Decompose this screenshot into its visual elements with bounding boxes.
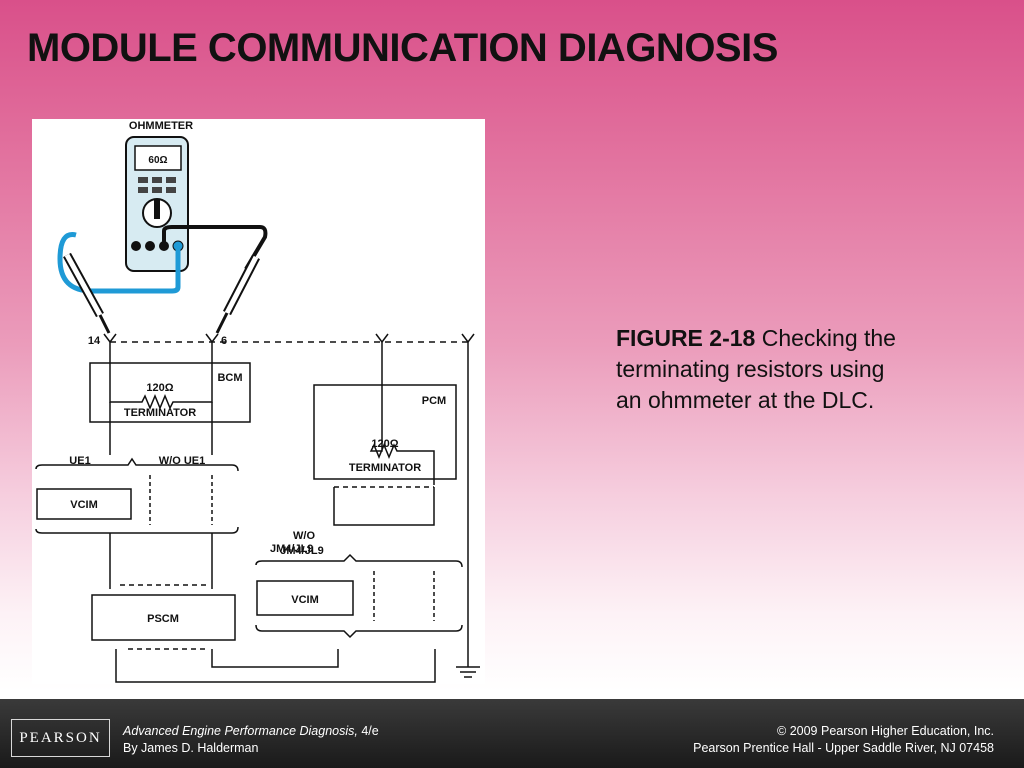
pin-6-label: 6	[221, 335, 227, 347]
wiring-diagram: OHMMETER 60Ω	[35, 120, 480, 683]
wiring-diagram-figure: OHMMETER 60Ω	[32, 119, 485, 684]
footer-copyright: © 2009 Pearson Higher Education, Inc. Pe…	[693, 723, 994, 757]
jm4-harness-bottom	[255, 624, 463, 639]
wo-ue1-label: W/O UE1	[159, 455, 205, 467]
bcm-module	[89, 362, 251, 423]
bcm-label: BCM	[217, 372, 242, 384]
ohmmeter-icon	[125, 136, 189, 272]
meter-label: OHMMETER	[129, 120, 193, 132]
vcim-label-1: VCIM	[70, 499, 98, 511]
black-test-lead	[162, 225, 268, 271]
book-edition: 4/e	[357, 724, 379, 738]
bcm-terminator-label: TERMINATOR	[124, 407, 196, 419]
jm4-harness-top	[255, 553, 463, 568]
vcim-module-2	[256, 580, 354, 616]
publisher-line: Pearson Prentice Hall - Upper Saddle Riv…	[693, 741, 994, 755]
footer-bar: PEARSON Advanced Engine Performance Diag…	[0, 699, 1024, 768]
bcm-resistor-value: 120Ω	[146, 382, 173, 394]
vcim-label-2: VCIM	[291, 594, 319, 606]
right-probe-icon	[215, 254, 260, 334]
pcm-module	[313, 384, 457, 480]
bcm-terminating-resistor	[109, 342, 213, 410]
slide-title: MODULE COMMUNICATION DIAGNOSIS	[27, 26, 778, 70]
pcm-terminator-label: TERMINATOR	[349, 462, 421, 474]
blue-test-lead	[57, 232, 181, 294]
pearson-logo: PEARSON	[11, 719, 110, 757]
ue1-harness-bottom	[35, 526, 239, 534]
copyright-line: © 2009 Pearson Higher Education, Inc.	[777, 724, 994, 738]
pcm-label: PCM	[422, 395, 446, 407]
book-title: Advanced Engine Performance Diagnosis,	[123, 724, 358, 738]
wo-label: W/O	[293, 530, 315, 542]
pin-14-label: 14	[88, 335, 101, 347]
author-line: By James D. Halderman	[123, 741, 259, 755]
meter-reading: 60Ω	[148, 155, 167, 166]
wo-jm4-label: JM4/JL9	[280, 545, 323, 557]
footer-book-info: Advanced Engine Performance Diagnosis, 4…	[123, 723, 379, 757]
pcm-terminating-resistor	[369, 342, 435, 485]
figure-caption-text: Checking the terminating resistors using…	[616, 325, 896, 413]
left-probe-icon	[63, 252, 111, 334]
figure-number: FIGURE 2-18	[616, 325, 756, 351]
figure-caption: FIGURE 2-18 Checking the terminating res…	[616, 323, 916, 416]
pscm-label: PSCM	[147, 613, 179, 625]
ue1-harness-top	[35, 457, 239, 472]
ue1-label: UE1	[69, 455, 90, 467]
pscm-module	[91, 594, 236, 641]
pcm-resistor-value: 120Ω	[371, 438, 398, 450]
vcim-module-1	[36, 488, 132, 520]
jm4-label: JM4/JL9	[270, 543, 314, 555]
